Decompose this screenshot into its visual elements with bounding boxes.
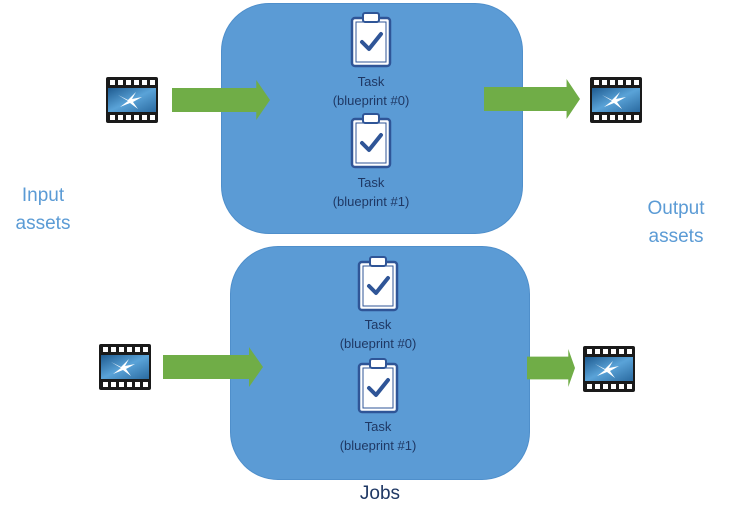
output-asset-film-icon bbox=[590, 77, 642, 123]
task-title: Task bbox=[357, 175, 385, 190]
output-label-line2: assets bbox=[648, 226, 704, 247]
task-label: Task (blueprint #0) bbox=[291, 72, 451, 110]
clipboard-check-icon bbox=[350, 12, 392, 68]
arrow-right-icon bbox=[172, 80, 270, 120]
input-label-line1: Input bbox=[21, 185, 65, 206]
task-blueprint: (blueprint #1) bbox=[339, 438, 417, 453]
clipboard-check-icon bbox=[357, 358, 399, 414]
task-blueprint: (blueprint #1) bbox=[332, 194, 410, 209]
task-blueprint: (blueprint #0) bbox=[332, 93, 410, 108]
arrow-right-icon bbox=[484, 79, 580, 119]
clipboard-check-icon bbox=[350, 113, 392, 169]
task-title: Task bbox=[364, 419, 392, 434]
task-label: Task (blueprint #0) bbox=[298, 315, 458, 353]
clipboard-check-icon bbox=[357, 256, 399, 312]
output-asset-film-icon bbox=[583, 346, 635, 392]
task-blueprint: (blueprint #0) bbox=[339, 336, 417, 351]
input-asset-film-icon bbox=[106, 77, 158, 123]
jobs-label: Jobs bbox=[359, 483, 401, 504]
arrow-right-icon bbox=[163, 347, 263, 387]
task-title: Task bbox=[364, 317, 392, 332]
task-label: Task (blueprint #1) bbox=[298, 417, 458, 455]
output-assets-label: Output assets bbox=[632, 195, 720, 251]
arrow-right-icon bbox=[527, 349, 575, 387]
input-label-line2: assets bbox=[15, 213, 71, 234]
task-label: Task (blueprint #1) bbox=[291, 173, 451, 211]
output-label-line1: Output bbox=[647, 198, 705, 219]
input-assets-label: Input assets bbox=[5, 182, 81, 238]
task-title: Task bbox=[357, 74, 385, 89]
input-asset-film-icon bbox=[99, 344, 151, 390]
